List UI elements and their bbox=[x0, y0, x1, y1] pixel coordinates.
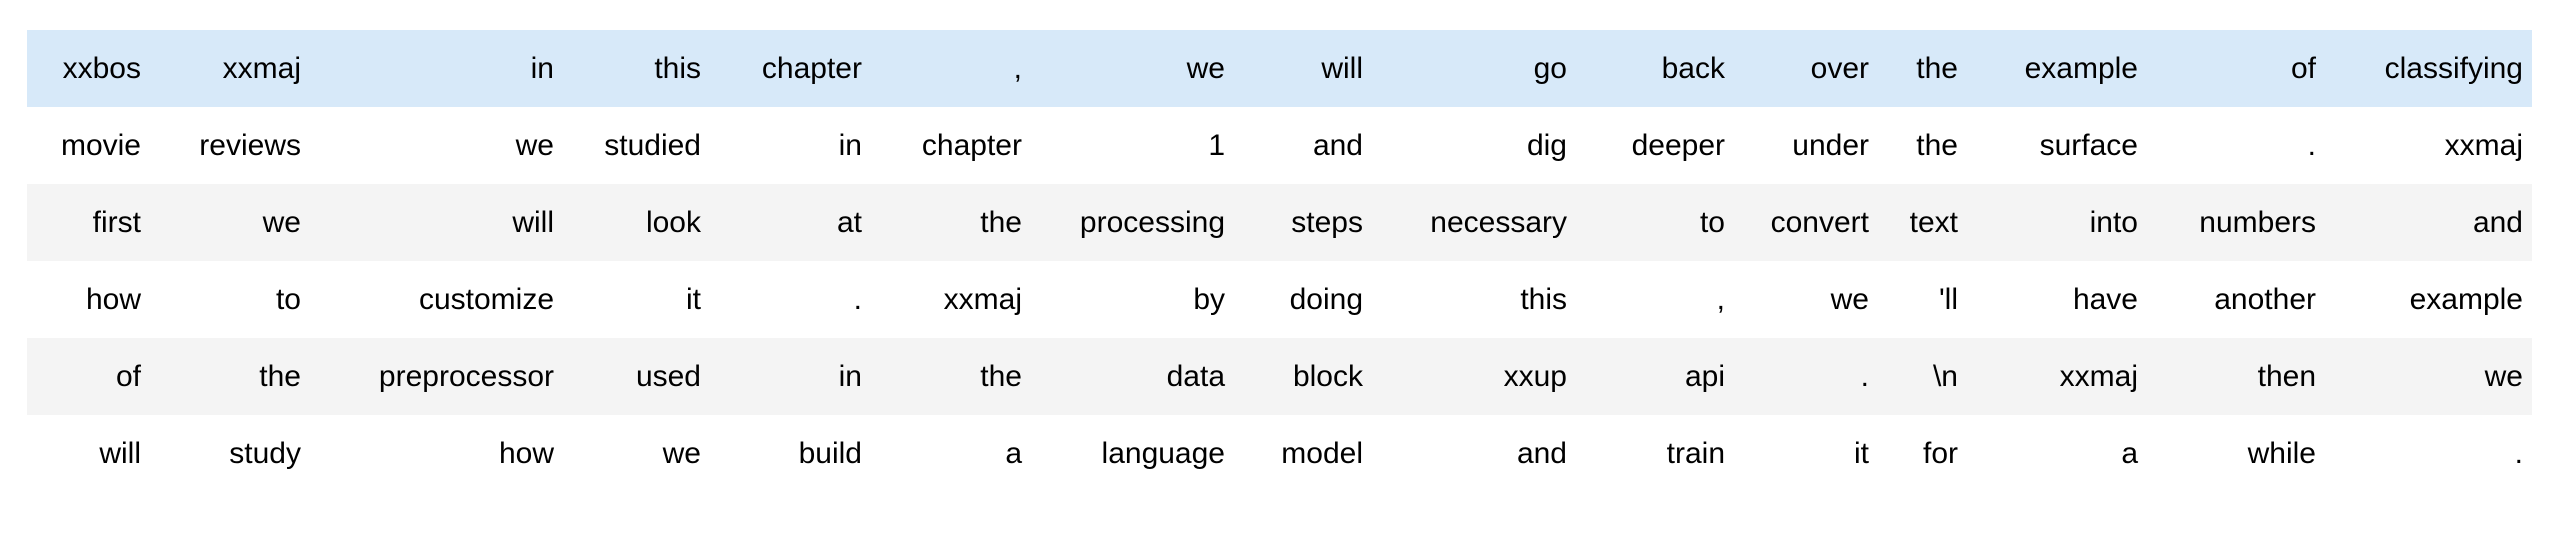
token-cell: necessary bbox=[1430, 206, 1567, 239]
token-cell: in bbox=[838, 129, 862, 162]
token-cell: xxup bbox=[1503, 360, 1567, 393]
token-cell: studied bbox=[604, 129, 701, 162]
token-cell: the bbox=[1916, 129, 1958, 162]
token-cell: deeper bbox=[1631, 129, 1725, 162]
token-cell: how bbox=[498, 437, 554, 470]
token-cell: reviews bbox=[199, 129, 301, 162]
token-cell: study bbox=[229, 437, 301, 470]
token-cell: we bbox=[2484, 360, 2523, 393]
token-cell: in bbox=[838, 360, 862, 393]
token-cell: xxmaj bbox=[2059, 360, 2138, 393]
token-cell: we bbox=[262, 206, 301, 239]
token-cell: this bbox=[654, 52, 701, 85]
token-cell: will bbox=[512, 206, 554, 239]
token-cell: build bbox=[798, 437, 862, 470]
token-cell: block bbox=[1292, 360, 1363, 393]
token-cell: dig bbox=[1526, 129, 1567, 162]
token-cell: . bbox=[853, 283, 862, 316]
token-cell: how bbox=[85, 283, 141, 316]
token-cell: xxbos bbox=[62, 52, 141, 85]
token-cell: used bbox=[635, 360, 701, 393]
token-row: how to customize it. xxmaj by doing this, we 'll h… bbox=[27, 261, 2532, 338]
token-cell: we bbox=[1186, 52, 1225, 85]
token-cell: another bbox=[2214, 283, 2316, 316]
token-cell: a bbox=[1005, 437, 1022, 470]
token-cell: model bbox=[1281, 437, 1363, 470]
token-cell: train bbox=[1666, 437, 1725, 470]
token-cell: chapter bbox=[761, 52, 862, 85]
token-cell: this bbox=[1520, 283, 1567, 316]
token-cell: under bbox=[1792, 129, 1869, 162]
token-cell: the bbox=[259, 360, 301, 393]
token-cell: by bbox=[1193, 283, 1225, 316]
token-cell: then bbox=[2257, 360, 2316, 393]
token-cell: we bbox=[662, 437, 701, 470]
token-cell: look bbox=[645, 206, 701, 239]
token-cell: surface bbox=[2039, 129, 2138, 162]
token-cell: xxmaj bbox=[943, 283, 1022, 316]
token-cell: will bbox=[99, 437, 141, 470]
token-cell: first bbox=[92, 206, 141, 239]
token-cell: doing bbox=[1289, 283, 1363, 316]
token-cell: example bbox=[2024, 52, 2138, 85]
token-cell: to bbox=[275, 283, 301, 316]
token-cell: xxmaj bbox=[2444, 129, 2523, 162]
token-cell: . bbox=[2514, 437, 2523, 470]
token-cell: will bbox=[1321, 52, 1363, 85]
token-cell: and bbox=[1312, 129, 1363, 162]
token-cell: go bbox=[1533, 52, 1567, 85]
token-cell: text bbox=[1909, 206, 1958, 239]
token-row: will study how we build a language model and trai… bbox=[27, 415, 2532, 492]
token-cell: movie bbox=[60, 129, 141, 162]
token-cell: in bbox=[530, 52, 554, 85]
token-cell: steps bbox=[1291, 206, 1363, 239]
token-cell: back bbox=[1661, 52, 1725, 85]
token-row: of the preprocessor used in the data block xxup a… bbox=[27, 338, 2532, 415]
token-cell: of bbox=[115, 360, 141, 393]
token-cell: processing bbox=[1079, 206, 1225, 239]
token-cell: 1 bbox=[1208, 129, 1225, 162]
token-cell: xxmaj bbox=[222, 52, 301, 85]
token-cell: to bbox=[1699, 206, 1725, 239]
token-cell: of bbox=[2290, 52, 2316, 85]
token-cell: classifying bbox=[2384, 52, 2523, 85]
token-cell: over bbox=[1810, 52, 1869, 85]
token-cell: , bbox=[1716, 283, 1725, 316]
token-cell: example bbox=[2409, 283, 2523, 316]
token-cell: have bbox=[2072, 283, 2138, 316]
token-cell: \n bbox=[1932, 360, 1958, 393]
token-cell: into bbox=[2089, 206, 2138, 239]
token-cell: it bbox=[686, 283, 701, 316]
token-cell: the bbox=[980, 206, 1022, 239]
token-cell: data bbox=[1166, 360, 1225, 393]
token-cell: language bbox=[1101, 437, 1225, 470]
token-row: xxbos xxmaj in this chapter, we will go back over… bbox=[27, 30, 2532, 107]
token-cell: . bbox=[1860, 360, 1869, 393]
tokenized-text-table: xxbos xxmaj in this chapter, we will go back over… bbox=[27, 30, 2532, 492]
token-table-body: xxbos xxmaj in this chapter, we will go back over… bbox=[27, 30, 2532, 492]
token-row: movie reviews we studied in chapter 1 and dig dee… bbox=[27, 107, 2532, 184]
token-cell: preprocessor bbox=[378, 360, 554, 393]
token-cell: customize bbox=[418, 283, 554, 316]
token-cell: , bbox=[1013, 52, 1022, 85]
token-cell: . bbox=[2307, 129, 2316, 162]
token-cell: while bbox=[2247, 437, 2316, 470]
token-cell: for bbox=[1922, 437, 1958, 470]
token-cell: numbers bbox=[2199, 206, 2316, 239]
token-cell: we bbox=[1830, 283, 1869, 316]
token-cell: the bbox=[1916, 52, 1958, 85]
token-cell: at bbox=[836, 206, 862, 239]
token-cell: convert bbox=[1770, 206, 1869, 239]
token-cell: 'll bbox=[1938, 283, 1958, 316]
token-cell: the bbox=[980, 360, 1022, 393]
token-cell: we bbox=[515, 129, 554, 162]
notebook-output-area: xxbos xxmaj in this chapter, we will go back over… bbox=[27, 30, 2532, 492]
token-cell: api bbox=[1684, 360, 1725, 393]
token-cell: chapter bbox=[921, 129, 1022, 162]
token-cell: a bbox=[2121, 437, 2138, 470]
token-cell: and bbox=[2472, 206, 2523, 239]
token-cell: it bbox=[1854, 437, 1869, 470]
token-row: first we will look at the processing steps neces… bbox=[27, 184, 2532, 261]
token-cell: and bbox=[1516, 437, 1567, 470]
